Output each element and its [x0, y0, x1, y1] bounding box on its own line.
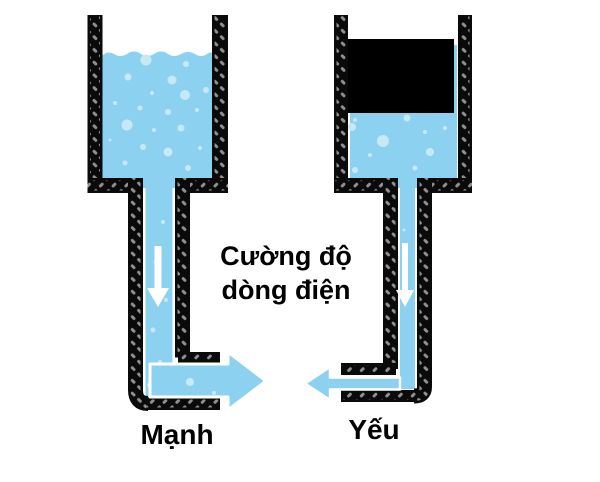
- weak-vessel-walls: [334, 15, 472, 404]
- weak-flow-arrow-icon: [303, 365, 402, 402]
- bubble: [186, 378, 194, 386]
- weak-vessel: [303, 15, 472, 404]
- strong-vessel: [87, 15, 268, 412]
- center-caption-line2: dòng điện: [222, 275, 351, 305]
- strong-flow-arrow-icon: [148, 350, 268, 412]
- weak-downflow-arrow-icon: [396, 243, 414, 307]
- censor-box: [348, 39, 454, 113]
- strong-vessel-walls: [87, 15, 228, 411]
- strong-vessel-water: [101, 51, 214, 188]
- strong-label: Mạnh: [140, 419, 213, 450]
- bubble: [212, 391, 216, 395]
- weak-water-bubbles: [348, 114, 447, 383]
- strong-downflow-arrow-icon: [147, 246, 169, 307]
- center-caption-line1: Cường độ: [220, 241, 352, 271]
- weak-label: Yếu: [348, 414, 399, 445]
